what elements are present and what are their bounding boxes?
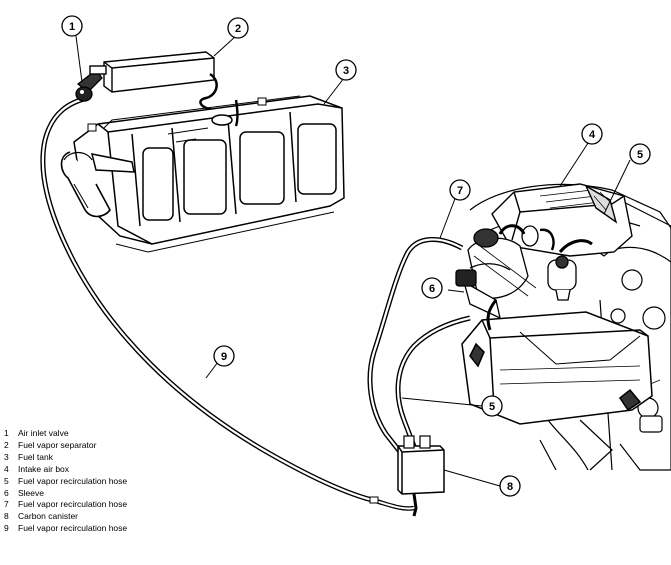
legend-label: Fuel vapor recirculation hose [18, 475, 128, 486]
svg-text:6: 6 [429, 283, 435, 295]
legend-label: Fuel vapor recirculation hose [18, 523, 128, 534]
svg-text:7: 7 [457, 185, 463, 197]
legend-label: Air inlet valve [18, 428, 69, 438]
legend-row: 1 Air inlet valve [4, 428, 244, 440]
legend-number: 9 [4, 523, 9, 534]
svg-text:3: 3 [343, 65, 349, 77]
legend-row: 9 Fuel vapor recirculation hose [4, 523, 244, 535]
legend-row: 6 Sleeve [4, 488, 244, 500]
callout-4: 4 [581, 123, 603, 145]
callout-5-lower: 5 [481, 395, 503, 417]
legend-row: 4 Intake air box [4, 464, 244, 476]
callout-5-upper: 5 [629, 143, 651, 165]
legend-label: Fuel vapor separator [18, 439, 97, 450]
legend-row: 7 Fuel vapor recirculation hose [4, 499, 244, 511]
legend-label: Fuel tank [18, 451, 53, 462]
legend-row: 2 Fuel vapor separator [4, 440, 244, 452]
svg-text:2: 2 [235, 23, 241, 35]
fuel-tank [60, 95, 345, 253]
fuel-vapor-recirculation-hose-5 [395, 315, 471, 463]
svg-text:1: 1 [69, 21, 75, 33]
svg-text:5: 5 [637, 149, 643, 161]
callout-7: 7 [449, 179, 471, 201]
legend-label: Sleeve [18, 487, 44, 498]
legend-row: 3 Fuel tank [4, 452, 244, 464]
legend-number: 6 [4, 487, 9, 498]
parts-legend: 1 Air inlet valve 2 Fuel vapor separator 3… [4, 428, 244, 535]
callout-6: 6 [421, 277, 443, 299]
throttle-intake-area [455, 224, 593, 320]
callout-leaders [75, 35, 631, 487]
callout-1: 1 [61, 15, 83, 37]
legend-number: 7 [4, 499, 9, 510]
legend-row: 8 Carbon canister [4, 511, 244, 523]
callout-8: 8 [499, 475, 521, 497]
svg-text:4: 4 [589, 129, 596, 141]
svg-text:5: 5 [489, 401, 495, 413]
callout-3: 3 [335, 59, 357, 81]
legend-number: 1 [4, 428, 9, 438]
legend-label: Carbon canister [18, 511, 79, 522]
carbon-canister [397, 435, 445, 517]
callout-bubbles: 1 2 3 4 5 7 6 9 [61, 15, 651, 497]
legend-number: 5 [4, 475, 9, 486]
fuel-vapor-recirculation-hose-7 [367, 236, 464, 464]
legend-number: 4 [4, 463, 9, 474]
legend-number: 2 [4, 439, 9, 450]
legend-number: 3 [4, 451, 9, 462]
callout-9: 9 [213, 345, 235, 367]
callout-2: 2 [227, 17, 249, 39]
legend-number: 8 [4, 511, 9, 522]
svg-text:8: 8 [507, 481, 513, 493]
legend-label: Intake air box [18, 463, 70, 474]
legend-label: Fuel vapor recirculation hose [18, 499, 128, 510]
legend-row: 5 Fuel vapor recirculation hose [4, 476, 244, 488]
svg-text:9: 9 [221, 351, 227, 363]
fuel-vapor-recirculation-hose-9 [40, 95, 415, 511]
